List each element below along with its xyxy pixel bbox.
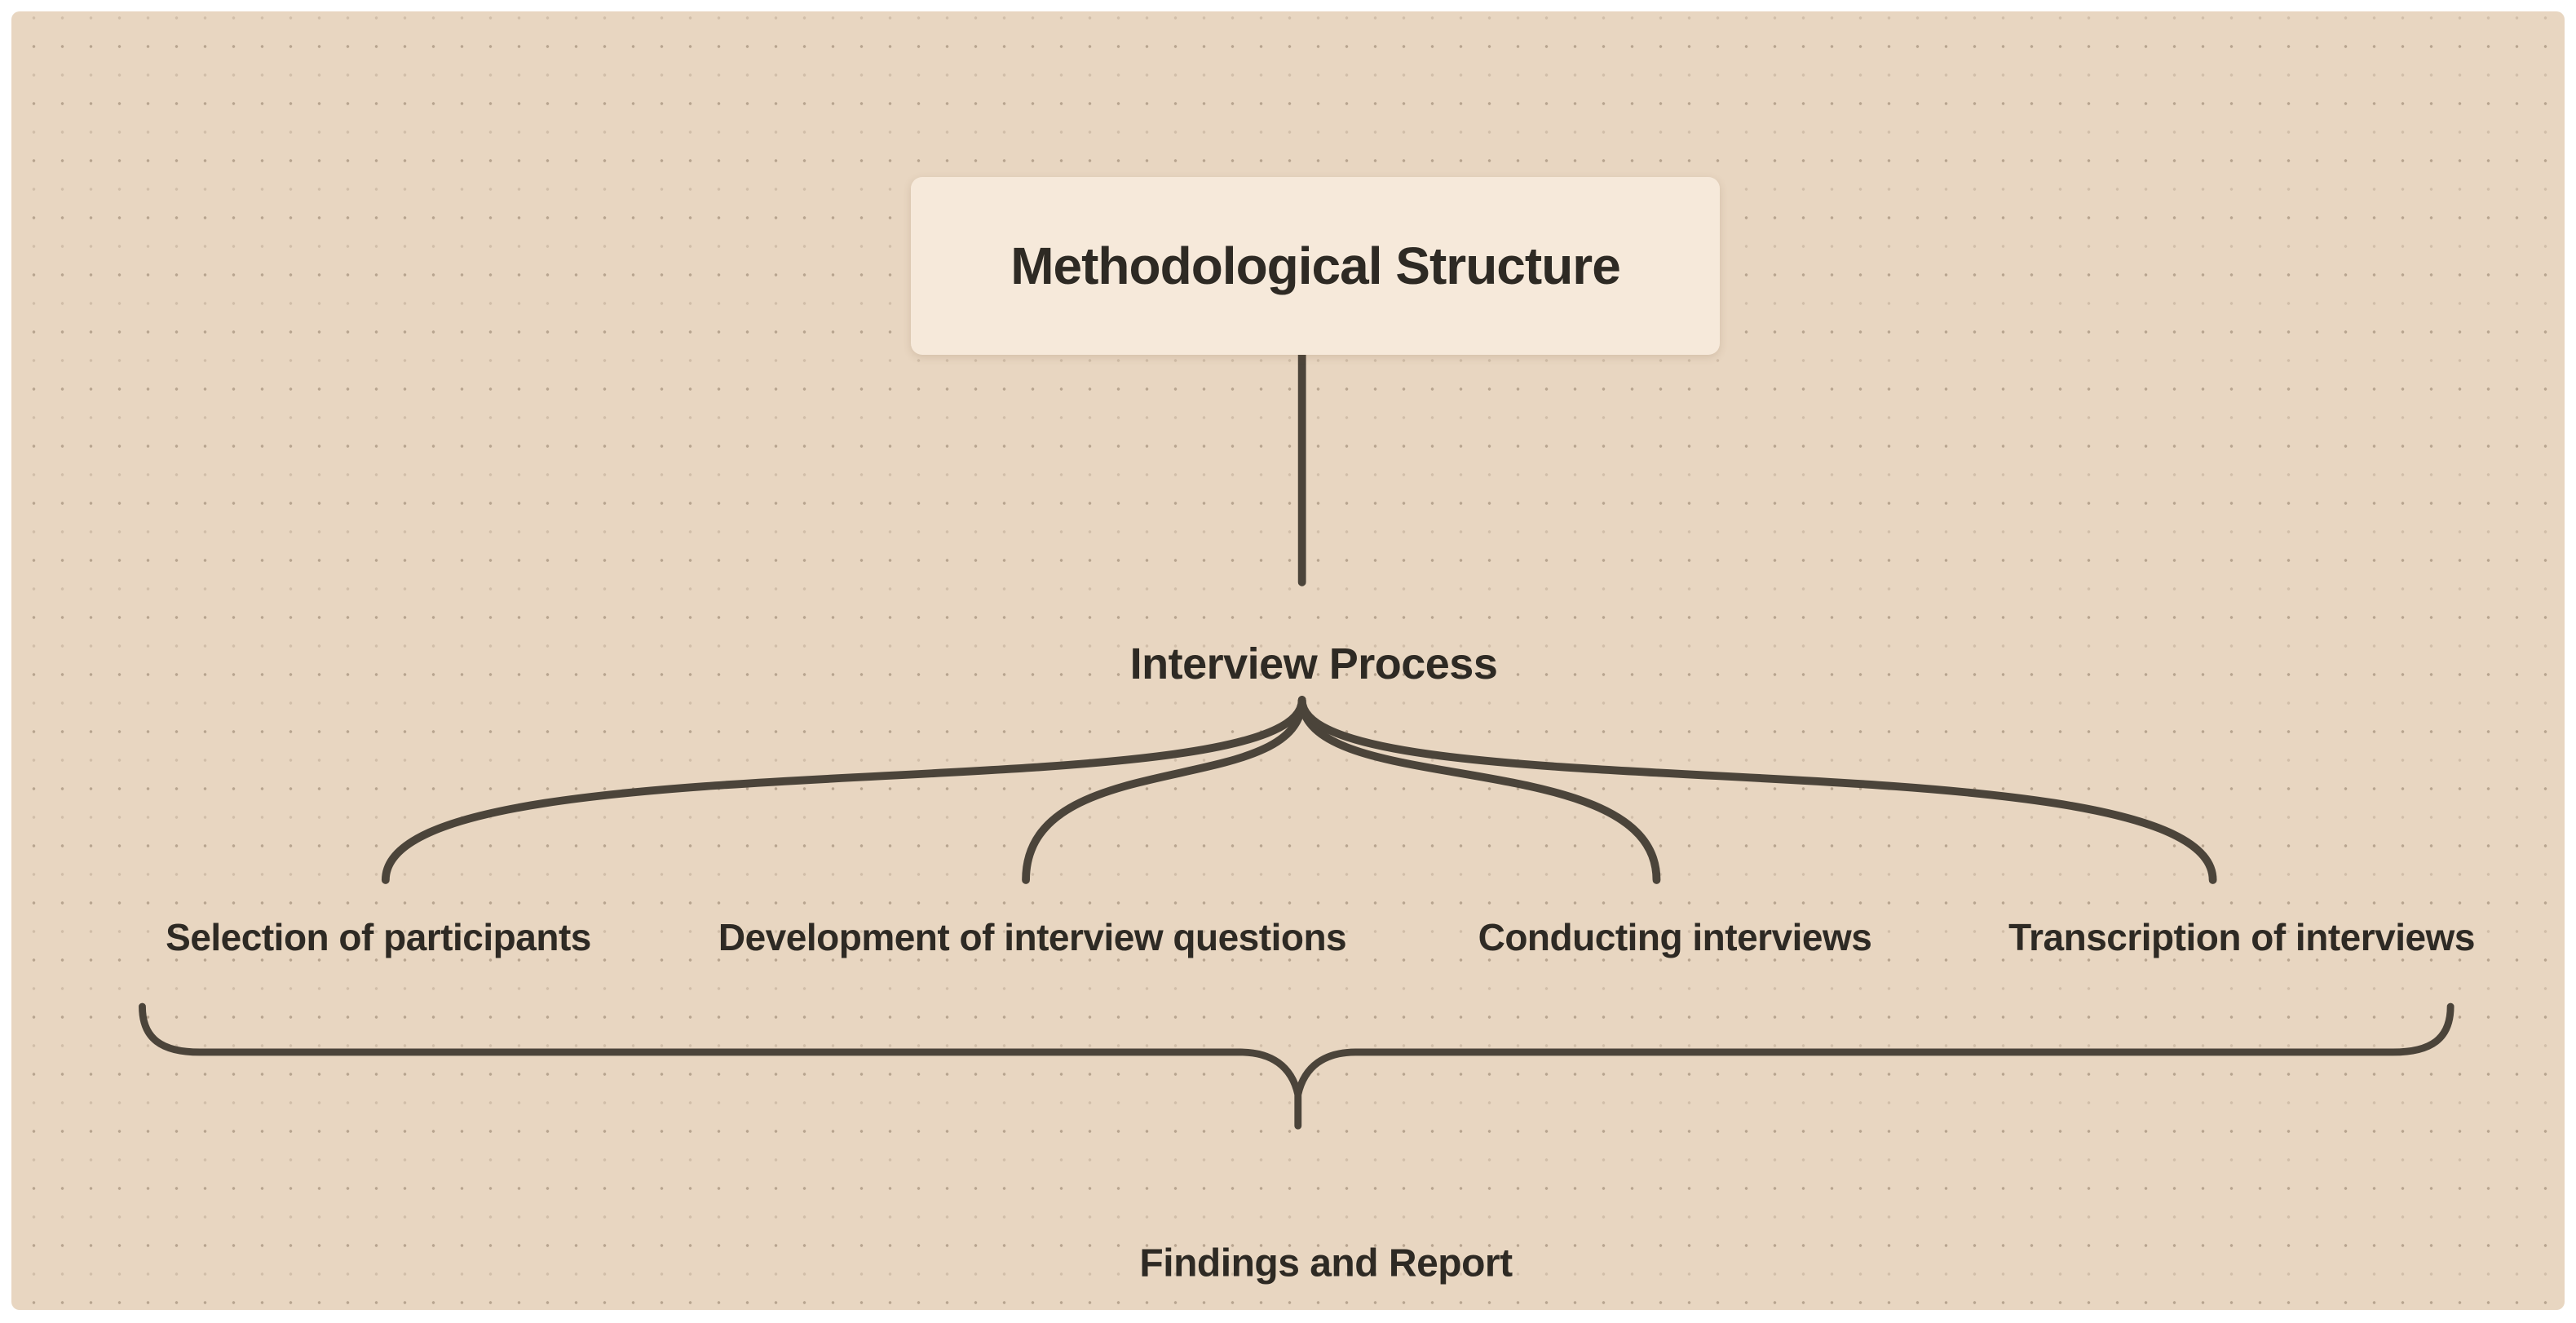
edges-layer xyxy=(139,343,2454,1130)
node-selection-of-participants[interactable]: Selection of participants xyxy=(166,916,591,958)
node-findings-and-report[interactable]: Findings and Report xyxy=(1139,1241,1513,1285)
edge-hub-to-child-3 xyxy=(1297,696,1661,884)
edge-hub-to-child-1 xyxy=(381,696,1306,884)
node-development-of-interview-questions[interactable]: Development of interview questions xyxy=(718,916,1347,958)
edge-hub-to-child-2 xyxy=(1022,696,1306,884)
root-node-label: Methodological Structure xyxy=(1010,237,1621,295)
node-methodological-structure[interactable]: Methodological Structure xyxy=(911,177,1720,355)
node-interview-process[interactable]: Interview Process xyxy=(1129,639,1498,688)
edge-hub-to-child-4 xyxy=(1297,696,2217,884)
mindmap-canvas: Methodological Structure Interview Proce… xyxy=(11,11,2565,1310)
node-transcription-of-interviews[interactable]: Transcription of interviews xyxy=(2008,916,2475,958)
brace-to-findings xyxy=(139,1002,2454,1130)
node-conducting-interviews[interactable]: Conducting interviews xyxy=(1478,916,1872,958)
